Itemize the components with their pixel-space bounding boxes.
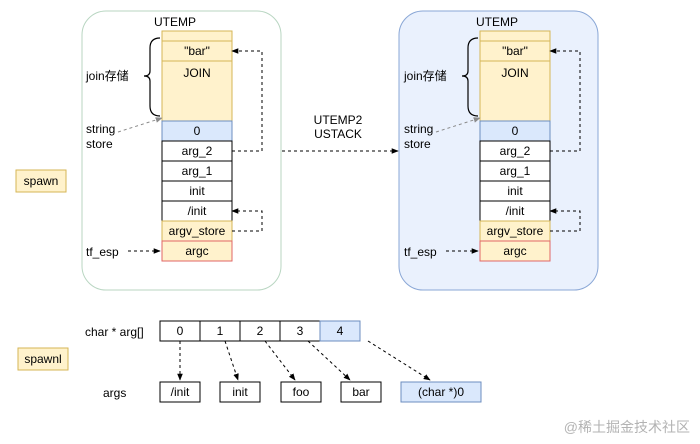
spawnl-tag-box: [17, 347, 69, 371]
arg-value-label: foo: [293, 385, 310, 399]
left-store-label-1: string: [86, 122, 115, 136]
right-esp-label: tf_esp: [404, 245, 437, 259]
right-stack-cell-label: argc: [503, 244, 526, 258]
array-index-label: 0: [177, 324, 184, 338]
left-init-pointer-arrow: [231, 208, 263, 232]
arg-value-box: [280, 381, 322, 403]
array-index-label: 3: [297, 324, 304, 338]
left-stack-cell-label: JOIN: [183, 66, 210, 80]
right-init-pointer-arrow: [549, 208, 581, 232]
left-join-brace: [143, 37, 161, 117]
right-stack-cell-label: "bar": [502, 44, 528, 58]
left-stack-cell-label: "bar": [184, 44, 210, 58]
right-stack-cell-box: [479, 240, 551, 262]
left-stack-cell-box: [161, 240, 233, 262]
array-index-label: 4: [337, 324, 344, 338]
left-bar-pointer-arrow: [231, 48, 263, 152]
array-pointer-arrow: [307, 340, 351, 381]
right-join-label: join存储: [403, 68, 447, 83]
args-label: args: [103, 386, 126, 400]
left-stack-cell-label: init: [189, 184, 205, 198]
right-bar-pointer-arrow: [549, 48, 581, 152]
arg-value-boxes: /init init foo bar (char *)0: [159, 381, 482, 403]
array-index-label: 1: [217, 324, 224, 338]
right-stack-cell-label: JOIN: [501, 66, 528, 80]
right-stack-title: UTEMP: [476, 15, 518, 29]
left-stack-cell-label: argc: [185, 244, 208, 258]
left-join-label: join存储: [85, 68, 129, 83]
array-cells: 0 1 2 3 4: [159, 320, 361, 342]
right-stack-cell-label: argv_store: [487, 224, 544, 238]
arg-value-box: [219, 381, 261, 403]
right-stack-cell-label: init: [507, 184, 523, 198]
right-stack-cell-label: 0: [512, 124, 519, 138]
right-store-label-2: store: [404, 137, 431, 151]
right-stack-cell-box: [479, 60, 551, 122]
arg-value-label: /init: [171, 385, 190, 399]
spawn-tag: spawn: [24, 174, 59, 188]
spawnl-tag: spawnl: [24, 352, 61, 366]
left-stack-cell-label: /init: [188, 204, 207, 218]
middle-label-1: UTEMP2: [314, 113, 363, 127]
array-pointer-arrow: [367, 340, 431, 381]
arg-value-box: [159, 381, 201, 403]
left-esp-label: tf_esp: [86, 245, 119, 259]
left-store-label-2: store: [86, 137, 113, 151]
left-store-arrow: [117, 117, 163, 133]
right-join-brace: [461, 37, 479, 117]
array-pointer-arrow: [224, 340, 239, 381]
right-stack-cell-label: arg_2: [500, 144, 531, 158]
right-stack-cell-label: arg_1: [500, 164, 531, 178]
left-stack-cell-label: arg_1: [182, 164, 213, 178]
arg-value-box: [400, 381, 482, 403]
spawn-tag-box: [15, 169, 67, 193]
array-cell-box: [319, 320, 361, 342]
middle-label-2: USTACK: [314, 127, 362, 141]
watermark-text: @稀土掘金技术社区: [564, 419, 690, 435]
arg-value-label: (char *)0: [418, 385, 464, 399]
array-pointer-arrow: [264, 340, 296, 381]
left-stack-title: UTEMP: [154, 15, 196, 29]
left-stack-cell-label: argv_store: [169, 224, 226, 238]
right-store-label-1: string: [404, 122, 433, 136]
left-stack-cell-label: arg_2: [182, 144, 213, 158]
arg-value-label: bar: [352, 385, 369, 399]
array-arrows: [177, 340, 431, 381]
right-store-arrow: [435, 117, 481, 133]
arg-value-box: [340, 381, 382, 403]
arg-value-label: init: [232, 385, 248, 399]
array-index-label: 2: [257, 324, 264, 338]
right-stack-cell-label: /init: [506, 204, 525, 218]
array-label: char * arg[]: [85, 325, 144, 339]
left-stack-cell-label: 0: [194, 124, 201, 138]
